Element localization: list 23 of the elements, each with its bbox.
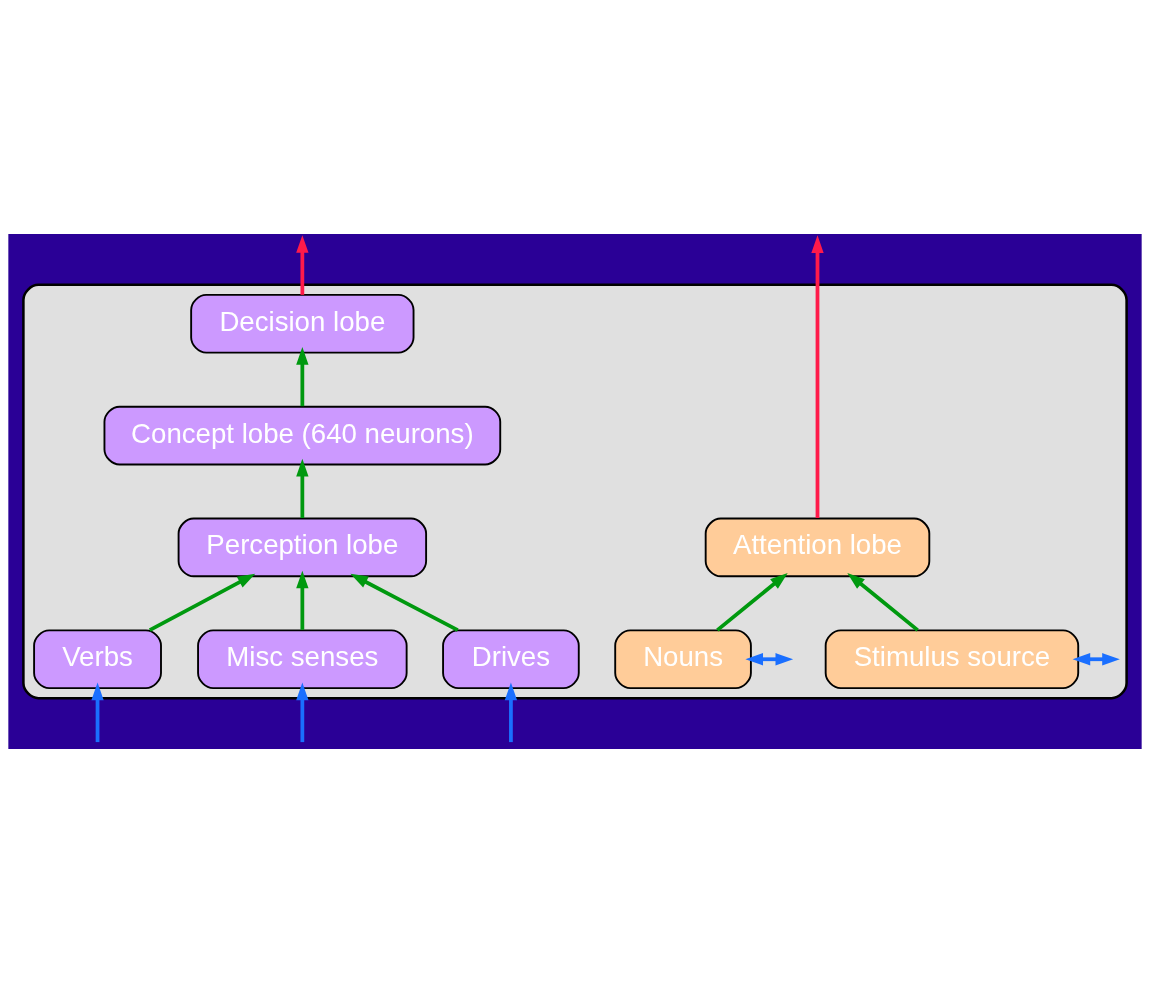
arrow bbox=[504, 682, 518, 743]
node-box: Drives bbox=[442, 629, 580, 690]
arrow bbox=[296, 235, 309, 295]
node-box: Nouns bbox=[614, 629, 752, 690]
node-box: Verbs bbox=[33, 629, 162, 690]
arrow bbox=[716, 572, 788, 632]
arrow bbox=[745, 653, 794, 666]
arrow bbox=[296, 570, 309, 630]
node-box: Misc senses bbox=[197, 629, 408, 690]
arrow bbox=[1072, 653, 1120, 666]
node-box: Concept lobe (640 neurons) bbox=[103, 405, 502, 466]
node-box: Stimulus source bbox=[824, 629, 1080, 690]
arrow bbox=[296, 682, 309, 743]
arrow bbox=[91, 682, 104, 743]
arrow bbox=[847, 572, 919, 632]
arrow bbox=[296, 347, 309, 407]
arrow bbox=[296, 458, 309, 518]
arrow bbox=[811, 235, 824, 518]
node-box: Decision lobe bbox=[190, 293, 415, 354]
arrow bbox=[148, 573, 256, 632]
arrow bbox=[350, 573, 459, 632]
node-box: Perception lobe bbox=[177, 517, 428, 578]
node-box: Attention lobe bbox=[704, 517, 931, 578]
